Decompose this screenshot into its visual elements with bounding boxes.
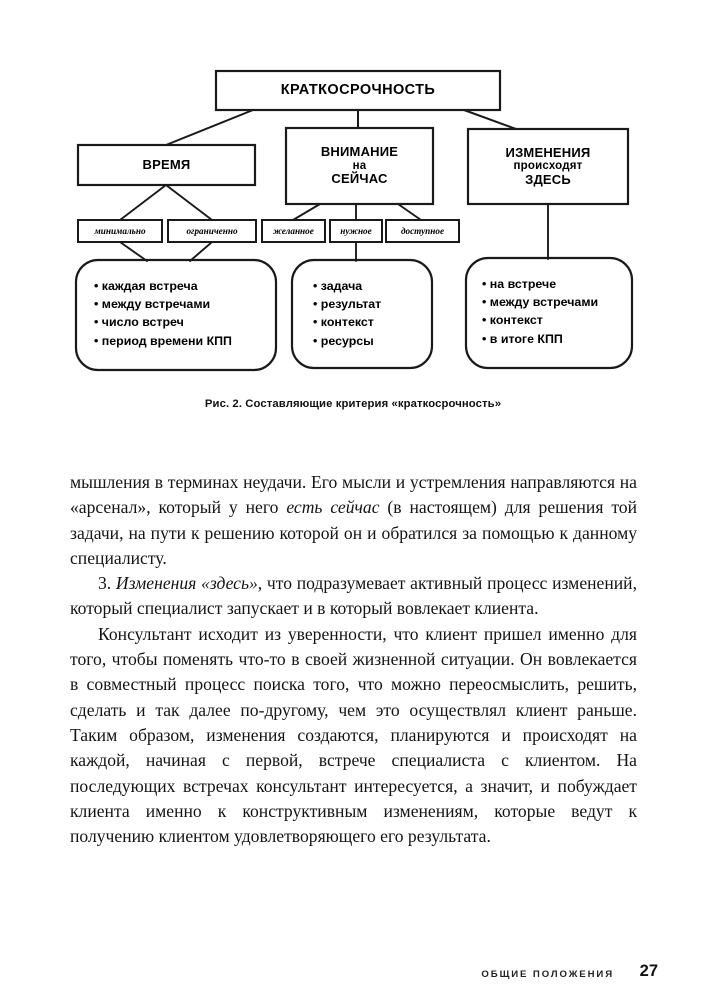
paragraph-2-number: 3.: [98, 573, 116, 594]
list-items-time: каждая встреча между встречами число вст…: [94, 277, 274, 350]
diagram-svg: [74, 69, 634, 372]
body-text: мышления в терминах неудачи. Его мысли и…: [70, 470, 637, 849]
list-box-rect-changes: [464, 256, 634, 370]
list-item: число встреч: [94, 313, 274, 331]
list-item: задача: [313, 277, 433, 295]
branch-box-rect-time: [76, 143, 257, 187]
list-item: контекст: [313, 313, 433, 331]
list-item: период времени КПП: [94, 332, 274, 350]
page-footer: Общие положения 27: [0, 962, 706, 992]
tag-box-rect-available: [385, 219, 460, 243]
footer-section-label: Общие положения: [481, 969, 614, 980]
branch-box-rect-changes: [466, 127, 630, 206]
paragraph-2: 3. Изменения «здесь», что подразумевает …: [70, 571, 637, 622]
list-item: на встрече: [482, 275, 632, 293]
paragraph-2-part-b: , что подразумевает активный процесс изм…: [70, 573, 637, 619]
list-items-changes: на встрече между встречами контекст в ит…: [482, 275, 632, 348]
list-item: ресурсы: [313, 332, 433, 350]
connector-min-list1: [119, 241, 148, 262]
tag-box-rect-lim: [167, 219, 257, 243]
connector-time-lim: [165, 184, 213, 221]
paragraph-1-part-b: (в настоящем) для решения той задачи, на…: [70, 497, 637, 568]
list-item: между встречами: [482, 293, 632, 311]
page-number: 27: [639, 962, 658, 980]
paragraph-1: мышления в терминах неудачи. Его мысли и…: [70, 470, 637, 571]
tag-box-rect-desired: [261, 219, 326, 243]
connector-root-changes: [463, 109, 517, 130]
figure-diagram: КРАТКОСРОЧНОСТЬ ВРЕМЯ ВНИМАНИЕ на СЕЙЧАС…: [0, 0, 706, 390]
connector-attention-desired: [292, 203, 321, 221]
list-item: между встречами: [94, 295, 274, 313]
list-box-rect-time: [74, 258, 278, 372]
list-items-attention: задача результат контекст ресурсы: [313, 277, 433, 350]
branch-box-rect-attention: [284, 126, 435, 206]
tag-box-rect-needed: [329, 219, 383, 243]
root-box-rect: [214, 69, 502, 112]
paragraph-3: Консультант исходит из уверенности, что …: [70, 623, 637, 847]
paragraph-1-emphasis: есть сейчас: [286, 497, 380, 518]
list-item: в итоге КПП: [482, 330, 632, 348]
list-item: контекст: [482, 311, 632, 329]
connector-root-time: [165, 109, 254, 146]
tag-box-rect-min: [77, 219, 163, 243]
connector-time-min: [119, 184, 167, 221]
figure-caption: Рис. 2. Составляющие критерия «краткосро…: [204, 398, 502, 410]
paragraph-2-emphasis: Изменения «здесь»: [115, 573, 258, 594]
connector-lim-list1: [189, 241, 213, 262]
connector-attention-available: [397, 203, 422, 221]
paragraph-1-part-a: мышления в терминах неудачи. Его мысли и…: [70, 472, 637, 518]
list-item: результат: [313, 295, 433, 313]
list-item: каждая встреча: [94, 277, 274, 295]
